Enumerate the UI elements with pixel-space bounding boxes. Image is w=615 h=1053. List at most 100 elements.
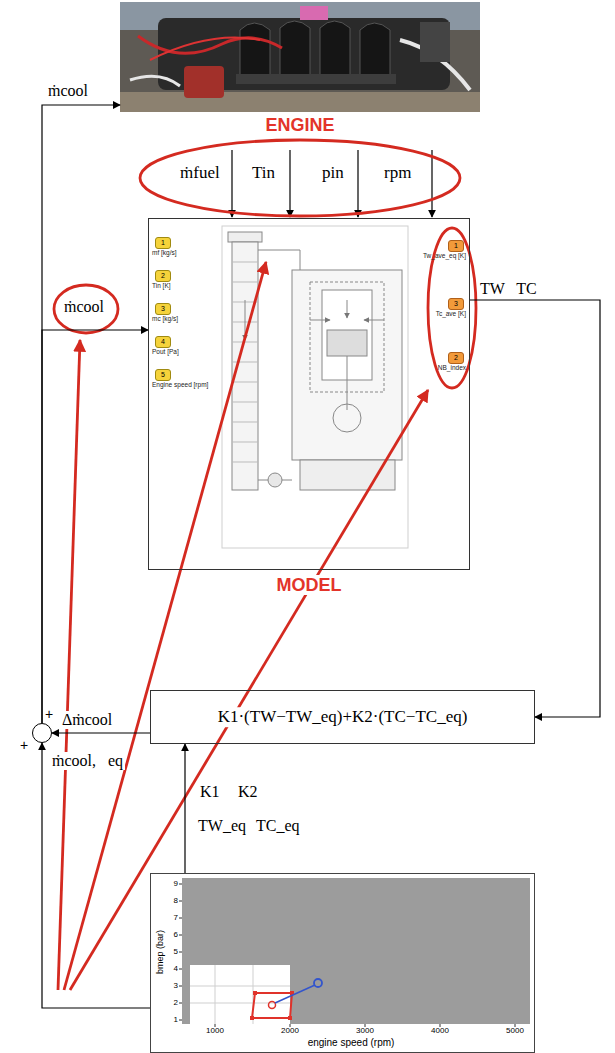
signal-connector xyxy=(52,732,150,733)
plus-sign: + xyxy=(45,706,53,722)
engine-photo-part xyxy=(150,38,260,61)
port-name: Tc_ave [K] xyxy=(436,310,466,317)
port-number: 2 xyxy=(448,352,464,364)
model-schematic-part xyxy=(232,262,258,462)
axis-tick: 7 xyxy=(174,913,178,922)
operating-map-plot-part xyxy=(253,991,257,995)
axis-tick: 1 xyxy=(174,1015,178,1024)
plus-sign: + xyxy=(20,737,28,753)
input-signal: Tin xyxy=(252,163,275,183)
port-name: Tw_ave_eq [K] xyxy=(423,252,466,259)
setpoint-name: TW_eq xyxy=(198,817,246,835)
input-arrows-part xyxy=(357,150,358,217)
model-heading-text: MODEL xyxy=(274,575,345,595)
axis-tick: 9 xyxy=(174,879,178,888)
axis-tick: 5000 xyxy=(506,1026,524,1035)
operating-map-plot-part xyxy=(182,878,530,1024)
model-schematic-part xyxy=(333,404,361,432)
axis-tick: 2 xyxy=(174,998,178,1007)
signal-label: ṁcool, eq xyxy=(50,752,125,770)
summing-junction: ++ xyxy=(32,723,52,743)
red-annotation-part xyxy=(140,140,460,216)
axis-tick: 4000 xyxy=(431,1026,449,1035)
axis-tick: 5 xyxy=(174,947,178,956)
operating-map-plot-part xyxy=(190,965,290,1024)
red-annotation-part xyxy=(58,340,80,990)
signal-connector xyxy=(470,300,600,717)
port-number: 5 xyxy=(155,369,171,381)
axis-tick: 8 xyxy=(174,896,178,905)
port-name: Tin [K] xyxy=(152,282,171,289)
port-name: Engine speed [rpm] xyxy=(152,381,208,388)
port-name: Pout [Pa] xyxy=(152,348,179,355)
engine-photo-part xyxy=(236,74,396,84)
control-law: K1·(TW−TW_eq)+K2·(TC−TC_eq) xyxy=(215,707,471,727)
axis-title: bmep (bar) xyxy=(155,930,165,974)
engine-photo-part xyxy=(360,23,390,78)
engine-photo-part xyxy=(120,92,480,112)
engine-photo-part xyxy=(240,23,270,78)
port-name: NB_index xyxy=(438,364,466,371)
gain-name: K2 xyxy=(238,783,258,801)
signal-label: Δṁcool xyxy=(60,711,114,729)
axis-tick: 2000 xyxy=(281,1026,299,1035)
model-schematic-part xyxy=(327,330,367,356)
port-name: mc [kg/s] xyxy=(152,315,178,322)
model-schematic-part xyxy=(228,232,262,242)
model-schematic-part xyxy=(300,460,395,490)
engine-photo-part xyxy=(320,21,350,78)
engine-photo-part xyxy=(130,76,180,86)
input-arrows-part xyxy=(431,150,432,217)
signal-connector xyxy=(184,744,185,873)
model-schematic-part xyxy=(310,320,330,321)
signal-connector xyxy=(42,743,150,1008)
operating-map-plot-part xyxy=(269,1002,276,1009)
model-schematic-part xyxy=(347,356,348,410)
model-heading: MODEL xyxy=(149,575,469,596)
model-schematic-part xyxy=(268,473,282,487)
input-arrows-part xyxy=(231,150,232,217)
operating-map-plot-part xyxy=(275,985,315,1003)
signal-label: TW TC xyxy=(478,280,539,298)
port-number: 1 xyxy=(155,237,171,249)
input-arrows-part xyxy=(289,150,290,217)
engine-photo xyxy=(120,2,480,112)
input-signal: pin xyxy=(322,163,344,183)
signal-connector xyxy=(42,105,120,723)
engine-photo-part xyxy=(184,66,224,98)
model-schematic-part xyxy=(364,320,384,321)
model-schematic-part xyxy=(222,226,408,548)
axis-tick: 3 xyxy=(174,981,178,990)
axis-tick: 6 xyxy=(174,930,178,939)
axis-tick: 4 xyxy=(174,964,178,973)
signal-label: ṁcool xyxy=(62,298,106,316)
axis-tick: 3000 xyxy=(356,1026,374,1035)
setpoint-name: TC_eq xyxy=(256,817,300,835)
engine-photo-part xyxy=(420,22,450,62)
operating-map-plot-part xyxy=(250,1016,254,1020)
axis-title: engine speed (rpm) xyxy=(308,1037,395,1049)
operating-map-plot-part xyxy=(252,993,292,1018)
red-annotation-part xyxy=(54,285,118,333)
model-box: MODEL xyxy=(148,218,470,570)
engine-heading: ENGINE xyxy=(120,115,480,136)
controller-box: K1·(TW−TW_eq)+K2·(TC−TC_eq) xyxy=(150,690,535,744)
model-schematic xyxy=(222,226,408,548)
port-number: 3 xyxy=(448,298,464,310)
gain-name: K1 xyxy=(200,783,220,801)
port-number: 3 xyxy=(155,303,171,315)
port-number: 4 xyxy=(155,336,171,348)
engine-photo-part xyxy=(300,6,328,20)
operating-map-plot-part xyxy=(288,1016,292,1020)
signal-connector xyxy=(42,330,148,723)
axis-tick: 1000 xyxy=(206,1026,224,1035)
port-number: 2 xyxy=(155,270,171,282)
operating-map-plot-part xyxy=(179,884,515,1027)
model-schematic-part xyxy=(292,270,402,460)
signal-label: ṁcool xyxy=(46,82,90,100)
engine-photo-part xyxy=(280,21,310,78)
operating-map-plot-part xyxy=(190,965,290,1024)
engine-photo-part xyxy=(120,2,480,112)
